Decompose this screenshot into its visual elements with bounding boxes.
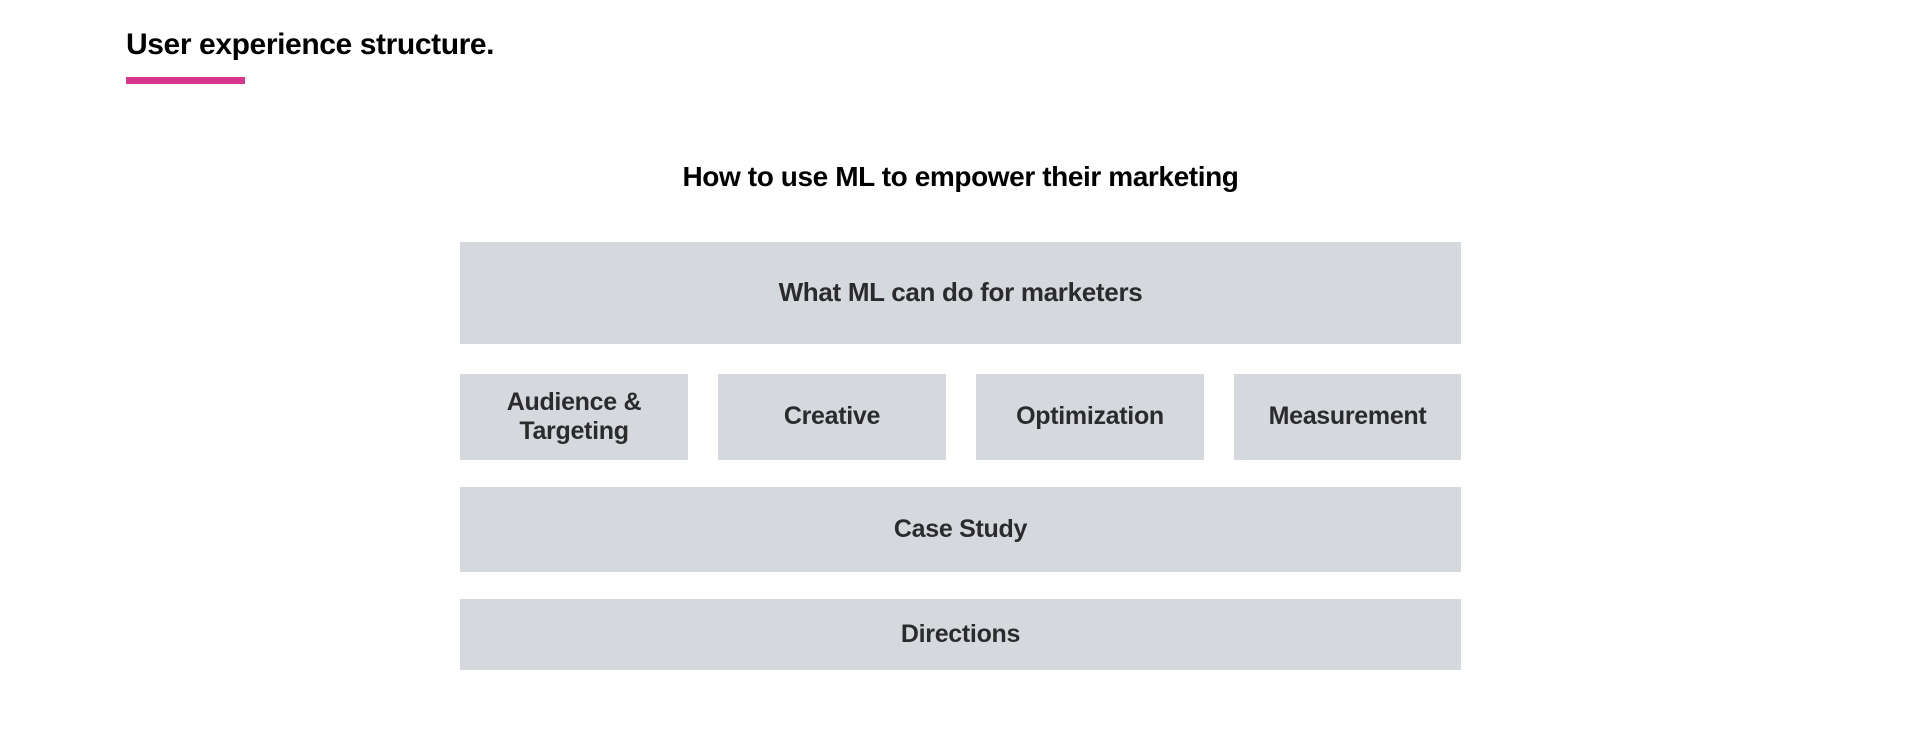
node-directions[interactable]: Directions — [460, 598, 1461, 670]
node-optimization[interactable]: Optimization — [976, 373, 1204, 460]
diagram-level-3: Case Study — [460, 486, 1461, 572]
node-case-study[interactable]: Case Study — [460, 486, 1461, 572]
node-audience-and-targeting[interactable]: Audience & Targeting — [460, 373, 688, 460]
page-title: User experience structure. — [126, 28, 495, 61]
slide-header: User experience structure. — [126, 28, 495, 84]
user-experience-structure-diagram: How to use ML to empower their marketing… — [460, 160, 1461, 670]
node-measurement[interactable]: Measurement — [1234, 373, 1461, 460]
diagram-level-2: Audience & Targeting Creative Optimizati… — [460, 373, 1461, 460]
diagram-level-1: What ML can do for marketers — [460, 241, 1461, 344]
title-accent-rule — [126, 76, 245, 84]
diagram-level-4: Directions — [460, 598, 1461, 670]
diagram-heading: How to use ML to empower their marketing — [682, 161, 1239, 192]
node-what-ml-can-do-for-marketers[interactable]: What ML can do for marketers — [460, 241, 1461, 344]
node-creative[interactable]: Creative — [718, 373, 946, 460]
